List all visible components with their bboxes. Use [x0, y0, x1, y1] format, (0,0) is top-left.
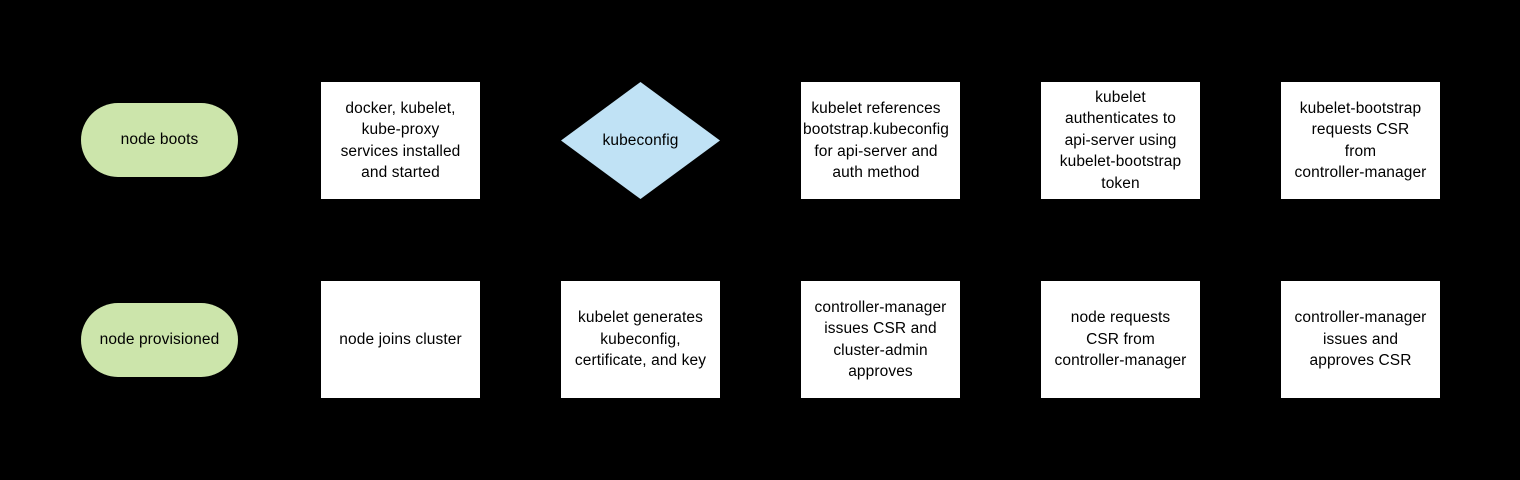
- node-label: docker, kubelet, kube-proxy services ins…: [340, 99, 461, 182]
- node-label: node requests CSR from controller-manage…: [1054, 309, 1187, 370]
- node-process-kubelet-authenticates[interactable]: kubelet authenticates to api-server usin…: [1041, 82, 1200, 199]
- node-process-cm-issues-approves[interactable]: controller-manager issues and approves C…: [1281, 281, 1440, 398]
- node-label: node provisioned: [99, 331, 220, 349]
- node-label: kubelet-bootstrap requests CSR from cont…: [1294, 99, 1427, 182]
- node-terminator-node-boots[interactable]: node boots: [81, 103, 238, 177]
- node-process-node-requests-csr[interactable]: node requests CSR from controller-manage…: [1041, 281, 1200, 398]
- node-label: node boots: [120, 131, 199, 149]
- node-label: controller-manager issues CSR and cluste…: [814, 298, 947, 381]
- node-decision-kubeconfig[interactable]: kubeconfig: [561, 82, 720, 199]
- node-label: node joins cluster: [339, 330, 462, 348]
- node-terminator-node-provisioned[interactable]: node provisioned: [81, 303, 238, 377]
- node-label: kubelet references bootstrap.kubeconfig …: [803, 99, 949, 182]
- node-process-node-joins-cluster[interactable]: node joins cluster: [321, 281, 480, 398]
- node-label: kubeconfig: [602, 131, 679, 149]
- node-process-bootstrap-requests-csr[interactable]: kubelet-bootstrap requests CSR from cont…: [1281, 82, 1440, 199]
- node-process-services-installed[interactable]: docker, kubelet, kube-proxy services ins…: [321, 82, 480, 199]
- node-label: kubelet authenticates to api-server usin…: [1059, 88, 1182, 192]
- node-label: controller-manager issues and approves C…: [1294, 309, 1427, 370]
- node-label: kubelet generates kubeconfig, certificat…: [574, 309, 707, 370]
- node-process-kubelet-references[interactable]: kubelet references bootstrap.kubeconfig …: [801, 82, 960, 199]
- node-process-cm-issues-csr[interactable]: controller-manager issues CSR and cluste…: [801, 281, 960, 398]
- node-process-kubelet-generates[interactable]: kubelet generates kubeconfig, certificat…: [561, 281, 720, 398]
